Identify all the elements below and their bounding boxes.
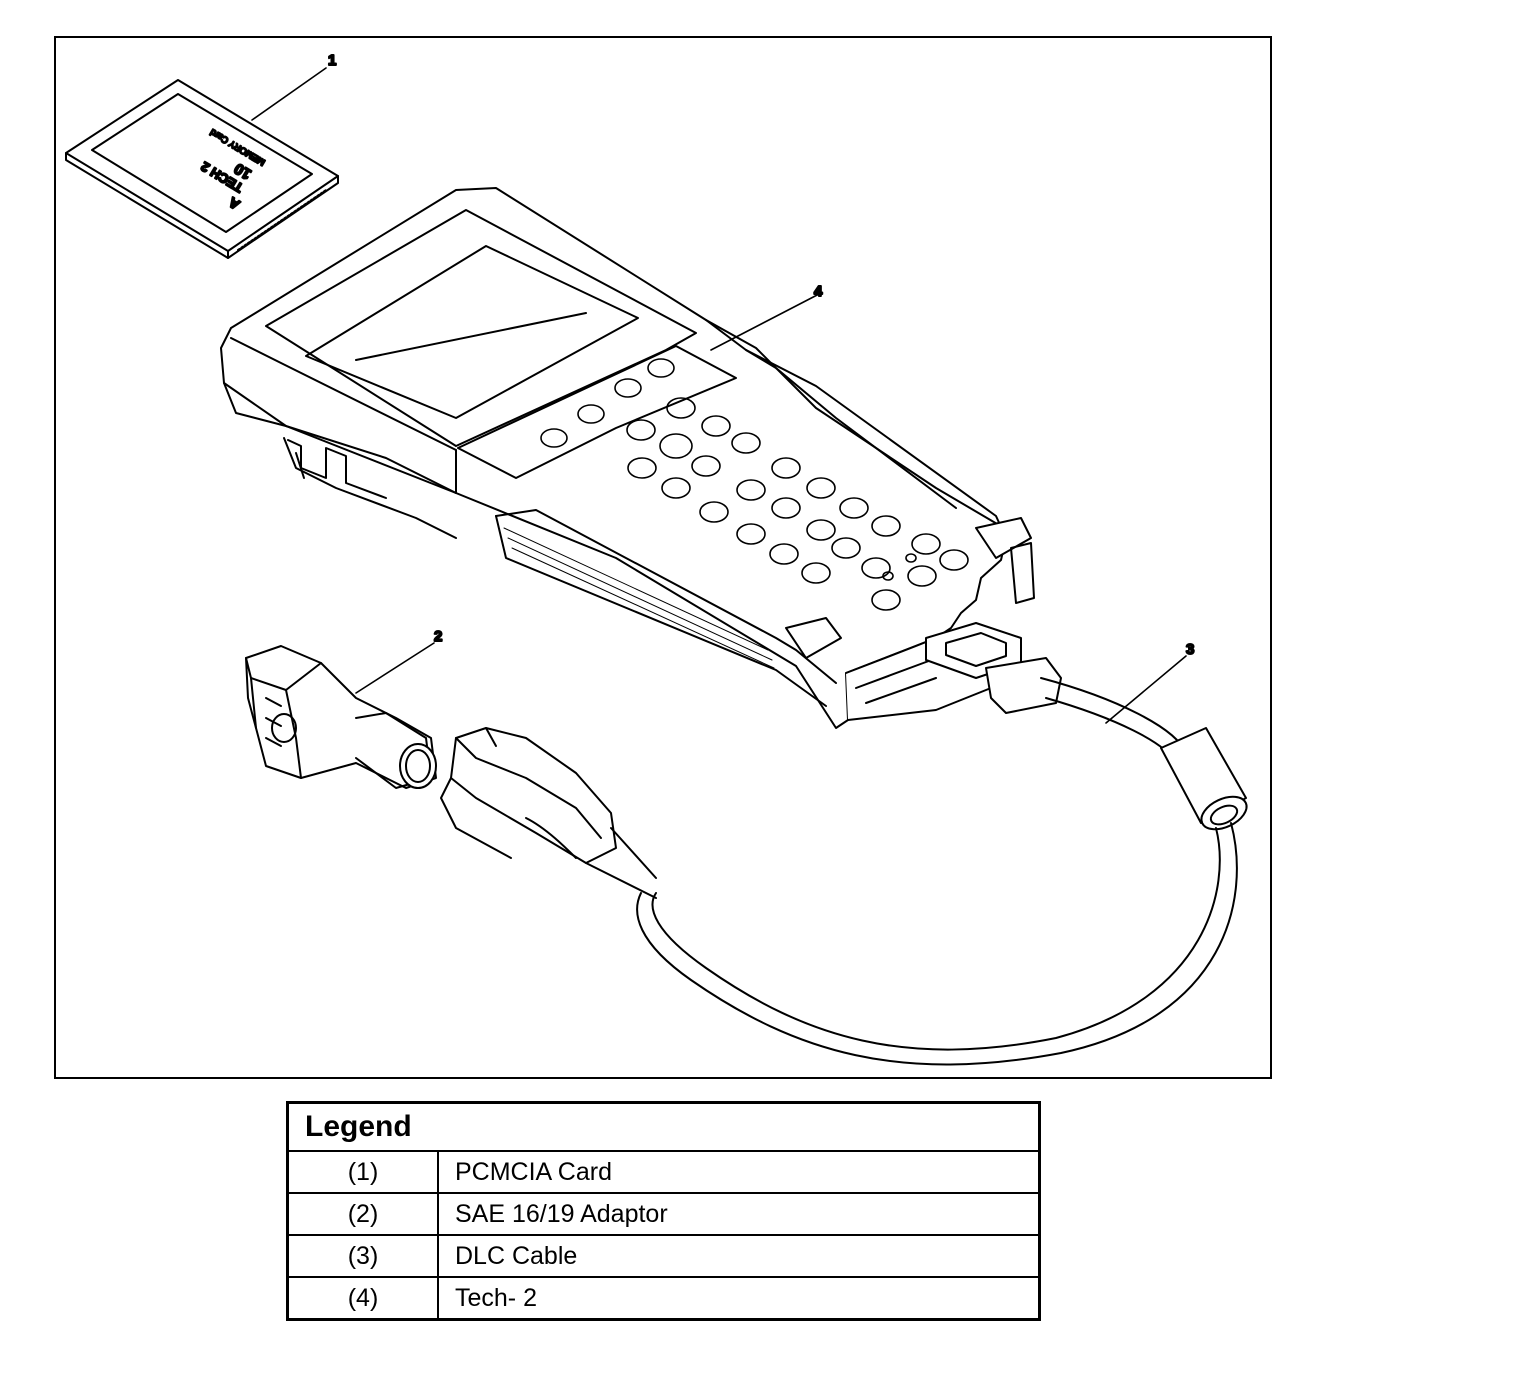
pcmcia-card: A TECH 2 10 MEMORY Card	[65, 79, 339, 259]
legend-label: Tech- 2	[437, 1276, 1041, 1321]
keypad	[540, 358, 969, 611]
legend-table: Legend (1) PCMCIA Card (2) SAE 16/19 Ada…	[286, 1101, 1041, 1321]
legend-number: (1)	[286, 1150, 439, 1194]
dlc-cable	[440, 677, 1248, 1066]
legend-title: Legend	[286, 1101, 1041, 1152]
tech2-kit-illustration: A TECH 2 10 MEMORY Card	[65, 51, 1248, 1066]
sae-adaptor	[245, 645, 437, 789]
legend-row: (4) Tech- 2	[286, 1276, 1041, 1321]
diagram-frame: A TECH 2 10 MEMORY Card	[54, 36, 1272, 1079]
legend-row: (3) DLC Cable	[286, 1234, 1041, 1278]
callout-1: 1	[328, 52, 336, 69]
legend-number: (4)	[286, 1276, 439, 1321]
legend-row: (2) SAE 16/19 Adaptor	[286, 1192, 1041, 1236]
legend-number: (2)	[286, 1192, 439, 1236]
leader-lines	[251, 67, 1187, 724]
legend-row: (1) PCMCIA Card	[286, 1150, 1041, 1194]
legend-label: SAE 16/19 Adaptor	[437, 1192, 1041, 1236]
tech2-unit	[220, 187, 1062, 729]
legend-label: PCMCIA Card	[437, 1150, 1041, 1194]
callout-4: 4	[814, 283, 823, 300]
legend-number: (3)	[286, 1234, 439, 1278]
legend-label: DLC Cable	[437, 1234, 1041, 1278]
callout-2: 2	[434, 628, 442, 645]
callout-3: 3	[1186, 641, 1194, 658]
